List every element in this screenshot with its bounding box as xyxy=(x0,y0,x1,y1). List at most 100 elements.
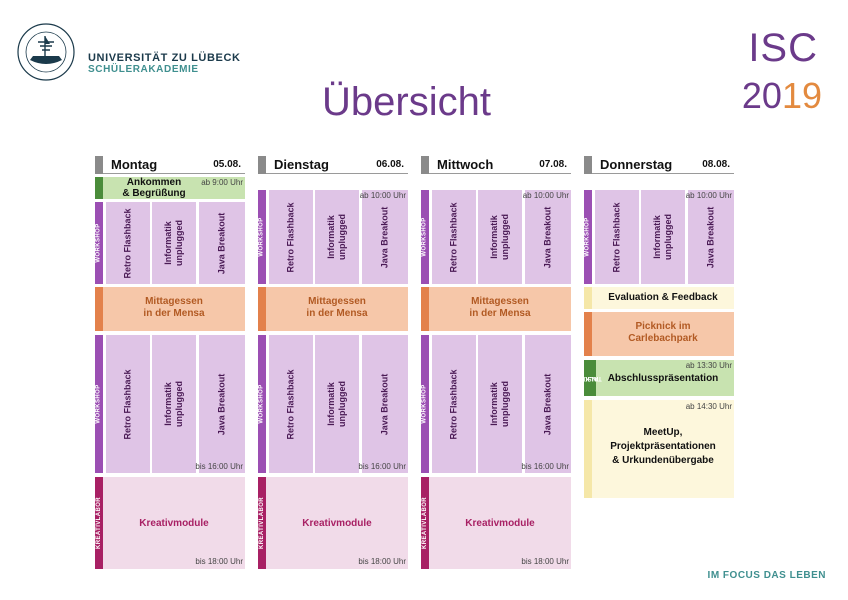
arrival-label-1: Ankommen xyxy=(126,177,182,188)
evaluation-label: Evaluation & Feedback xyxy=(608,292,718,303)
day-date: 07.08. xyxy=(539,159,567,170)
day-header-marker xyxy=(421,156,429,174)
workshop-label: WORKSHOP xyxy=(259,384,266,424)
arrival-block: Ankommen & Begrüßung ab 9:00 Uhr xyxy=(95,177,245,199)
day-end-time: bis 18:00 Uhr xyxy=(195,557,243,566)
kreativlabor-label: KREATIVLABOR xyxy=(259,496,265,550)
academy-name: SCHÜLERAKADEMIE xyxy=(88,64,199,75)
day-date: 08.08. xyxy=(702,159,730,170)
lunch-label-2: in der Mensa xyxy=(143,308,205,319)
meetup-time: ab 14:30 Uhr xyxy=(685,402,732,411)
workshop-retro-flashback: Retro Flashback xyxy=(269,190,313,284)
event-logo-isc: ISC xyxy=(748,26,818,70)
day-name: Montag xyxy=(111,157,158,172)
meetup-block: ab 14:30 Uhr MeetUp, Projektpräsentation… xyxy=(584,400,734,498)
workshop-end-time: bis 16:00 Uhr xyxy=(521,462,569,471)
lunch-label-1: Mittagessen xyxy=(471,296,529,307)
day-header-marker xyxy=(95,156,103,174)
kreativmodule-label: Kreativmodule xyxy=(465,518,535,529)
day-header-montag: Montag 05.08. xyxy=(95,156,245,174)
picnic-label-2: Carlebachpark xyxy=(628,333,698,344)
workshop-retro-flashback: Retro Flashback xyxy=(106,202,150,284)
day-end-time: bis 18:00 Uhr xyxy=(521,557,569,566)
workshop-end-time: bis 16:00 Uhr xyxy=(358,462,406,471)
university-seal-logo xyxy=(17,23,75,81)
workshop-retro-flashback: Retro Flashback xyxy=(269,335,313,473)
meetup-label-3: & Urkundenübergabe xyxy=(612,455,714,466)
lunch-label-1: Mittagessen xyxy=(308,296,366,307)
lunch-label-2: in der Mensa xyxy=(306,308,368,319)
lunch-label-2: in der Mensa xyxy=(469,308,531,319)
footer-slogan: IM FOCUS DAS LEBEN xyxy=(707,570,826,581)
day-header-mittwoch: Mittwoch 07.08. xyxy=(421,156,571,174)
workshop-retro-flashback: Retro Flashback xyxy=(432,335,476,473)
meetup-label-2: Projektpräsentationen xyxy=(610,441,716,452)
day-header-dienstag: Dienstag 06.08. xyxy=(258,156,408,174)
day-end-time: bis 18:00 Uhr xyxy=(358,557,406,566)
kreativmodule-label: Kreativmodule xyxy=(302,518,372,529)
start-time: ab 10:00 Uhr xyxy=(359,191,406,200)
workshop-label: WORKSHOP xyxy=(422,384,429,424)
day-header-marker xyxy=(258,156,266,174)
kreativ-block: KREATIVLABOR Kreativmodule bis 18:00 Uhr xyxy=(421,477,571,569)
kreativ-block: KREATIVLABOR Kreativmodule bis 18:00 Uhr xyxy=(258,477,408,569)
lunch-label-1: Mittagessen xyxy=(145,296,203,307)
start-time: ab 10:00 Uhr xyxy=(522,191,569,200)
workshop-label: WORKSHOP xyxy=(96,223,103,263)
page-title: Übersicht xyxy=(322,80,491,124)
arrival-label-2: & Begrüßung xyxy=(122,188,186,199)
day-header-marker xyxy=(584,156,592,174)
kreativlabor-label: KREATIVLABOR xyxy=(96,496,102,550)
kreativ-block: KREATIVLABOR Kreativmodule bis 18:00 Uhr xyxy=(95,477,245,569)
workshop-java-breakout: Java Breakout xyxy=(525,335,571,473)
day-date: 06.08. xyxy=(376,159,404,170)
kreativlabor-label: KREATIVLABOR xyxy=(422,496,428,550)
evaluation-block: Evaluation & Feedback xyxy=(584,287,734,309)
final-presentation-label: Abschlusspräsentation xyxy=(607,373,719,384)
picnic-label-1: Picknick im xyxy=(635,321,691,332)
day-date: 05.08. xyxy=(213,159,241,170)
workshop-retro-flashback: Retro Flashback xyxy=(432,190,476,284)
workshop-label: WORKSHOP xyxy=(259,217,266,257)
kreativmodule-label: Kreativmodule xyxy=(139,518,209,529)
workshop-retro-flashback: Retro Flashback xyxy=(106,335,150,473)
workshop-java-breakout: Java Breakout xyxy=(199,202,245,284)
start-time: ab 9:00 Uhr xyxy=(201,178,243,187)
start-time: ab 10:00 Uhr xyxy=(685,191,732,200)
workshop-java-breakout: Java Breakout xyxy=(362,335,408,473)
workshop-label: WORKSHOP xyxy=(585,217,592,257)
workshop-label: WORKSHOP xyxy=(96,384,103,424)
workshop-end-time: bis 16:00 Uhr xyxy=(195,462,243,471)
workshop-java-breakout: Java Breakout xyxy=(362,190,408,284)
day-name: Donnerstag xyxy=(600,157,673,172)
workshop-retro-flashback: Retro Flashback xyxy=(595,190,639,284)
meetup-label-1: MeetUp, xyxy=(643,427,683,438)
workshop-java-breakout: Java Breakout xyxy=(199,335,245,473)
university-name: UNIVERSITÄT ZU LÜBECK xyxy=(88,52,241,64)
day-header-donnerstag: Donnerstag 08.08. xyxy=(584,156,734,174)
day-name: Dienstag xyxy=(274,157,329,172)
workshop-java-breakout: Java Breakout xyxy=(525,190,571,284)
final-time: ab 13:30 Uhr xyxy=(685,361,732,370)
workshop-label: WORKSHOP xyxy=(422,217,429,257)
workshop-java-breakout: Java Breakout xyxy=(688,190,734,284)
day-name: Mittwoch xyxy=(437,157,494,172)
